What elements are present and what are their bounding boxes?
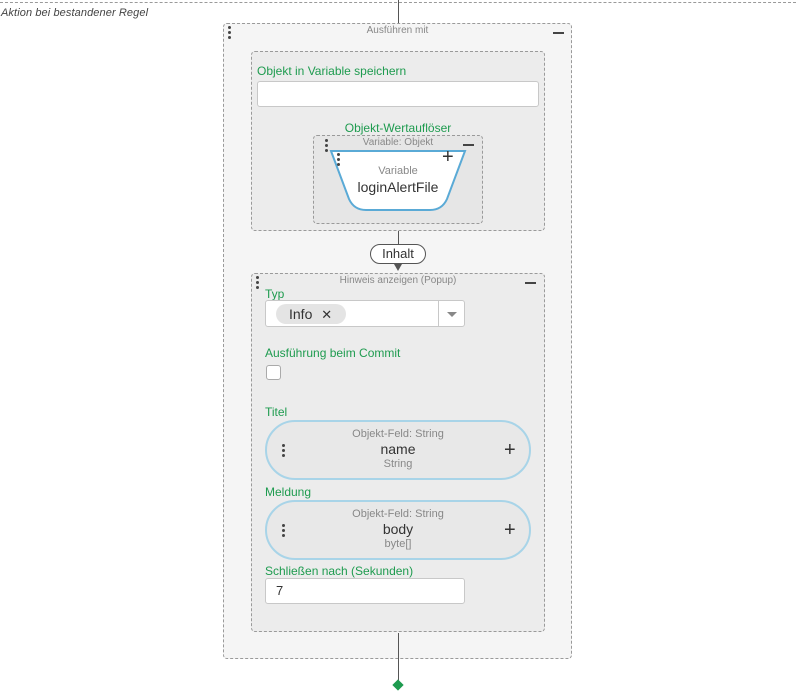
select-divider: [438, 301, 439, 326]
meldung-node-menu-icon[interactable]: [282, 524, 286, 537]
close-after-label: Schließen nach (Sekunden): [265, 564, 414, 578]
resolver-menu-icon[interactable]: [325, 139, 329, 152]
meldung-field-node[interactable]: [265, 500, 531, 560]
connector-arrow-mid: [394, 264, 402, 271]
chevron-down-icon[interactable]: [447, 312, 457, 317]
resolver-block-title: Variable: Objekt: [362, 137, 434, 148]
typ-chip: Info ✕: [276, 304, 346, 324]
variable-node-type: Variable: [378, 165, 418, 177]
connector-line-top: [398, 0, 399, 41]
variable-node-name: loginAlertFile: [357, 179, 439, 195]
outer-block-menu-icon[interactable]: [228, 26, 232, 39]
meldung-label: Meldung: [265, 485, 312, 499]
titel-label: Titel: [265, 405, 288, 419]
variable-node[interactable]: [329, 149, 467, 212]
titel-node-add-icon[interactable]: +: [504, 439, 516, 461]
popup-block-menu-icon[interactable]: [256, 276, 260, 289]
meldung-node-name: body: [382, 521, 414, 537]
meldung-node-add-icon[interactable]: +: [504, 519, 516, 541]
resolver-label: Objekt-Wertauflöser: [344, 121, 452, 135]
meldung-node-kind: Objekt-Feld: String: [352, 508, 444, 520]
store-object-label: Objekt in Variable speichern: [257, 64, 407, 78]
meldung-node-type: byte[]: [384, 538, 412, 550]
variable-node-add-icon[interactable]: +: [442, 146, 454, 168]
titel-node-name: name: [380, 441, 416, 457]
outer-block-title: Ausführen mit: [366, 25, 429, 36]
titel-node-menu-icon[interactable]: [282, 444, 286, 457]
commit-checkbox[interactable]: [266, 365, 281, 380]
resolver-collapse-icon[interactable]: [463, 144, 474, 146]
popup-block-title: Hinweis anzeigen (Popup): [339, 275, 457, 286]
chip-remove-icon[interactable]: ✕: [321, 307, 333, 322]
connector-line-mid: [398, 231, 399, 245]
connector-line-bottom: [398, 633, 399, 683]
typ-chip-label: Info: [289, 306, 313, 322]
content-connector-label: Inhalt: [370, 244, 426, 264]
connector-end-marker: [392, 679, 404, 691]
popup-block-collapse-icon[interactable]: [525, 282, 536, 284]
titel-node-kind: Objekt-Feld: String: [352, 428, 444, 440]
close-after-input[interactable]: 7: [265, 578, 465, 604]
commit-label: Ausführung beim Commit: [265, 346, 401, 360]
outer-block-collapse-icon[interactable]: [553, 32, 564, 34]
titel-field-node[interactable]: [265, 420, 531, 480]
store-variable-input[interactable]: [257, 81, 539, 107]
typ-label: Typ: [265, 287, 285, 301]
titel-node-type: String: [383, 458, 413, 470]
variable-node-menu-icon[interactable]: [337, 153, 341, 166]
rule-section-label: Aktion bei bestandener Regel: [1, 7, 149, 19]
